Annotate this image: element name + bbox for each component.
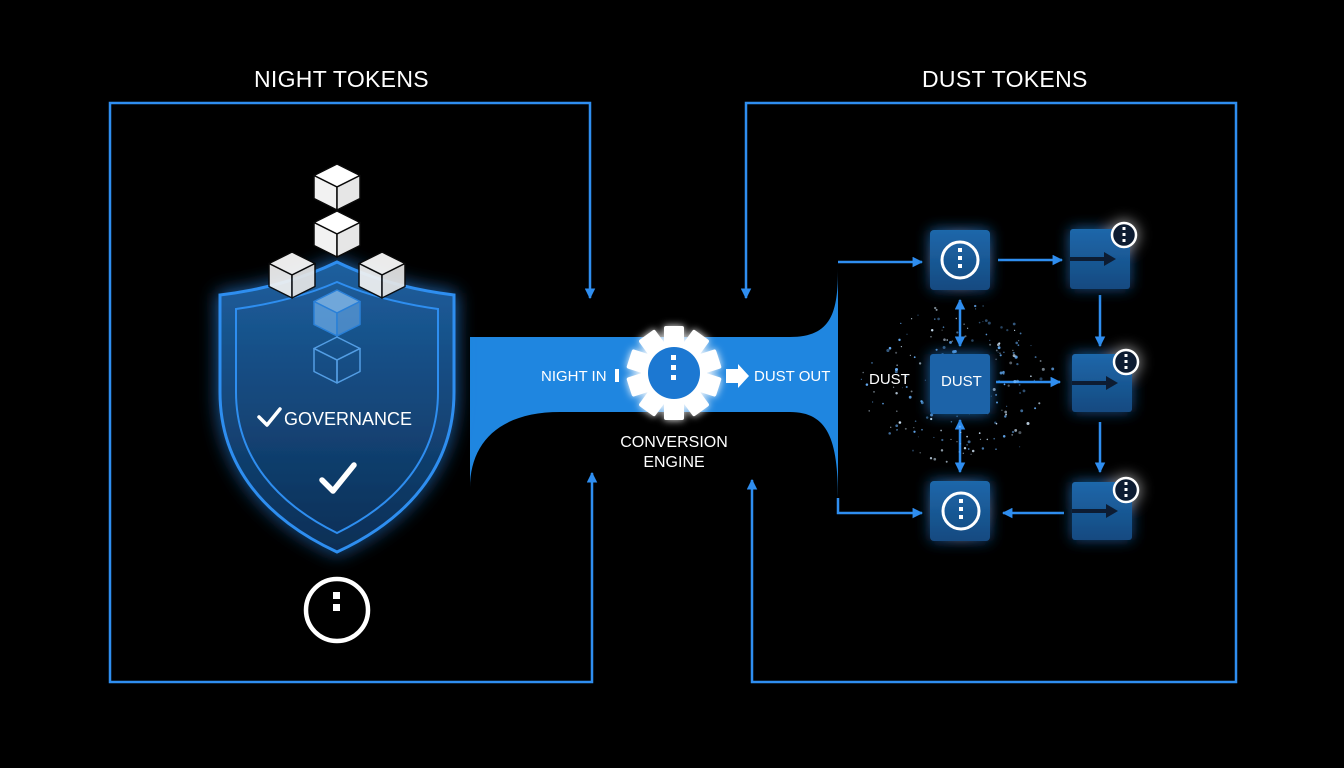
cube-icon [313,163,361,211]
cube-icon [313,336,361,384]
night-info-icon [303,576,371,644]
dust-node-right-middle [1072,348,1140,412]
cube-stack [268,163,406,384]
check-icon [319,462,357,494]
conversion-engine-line1: CONVERSION [620,434,728,451]
dust-center-label: DUST [941,373,982,390]
night-in-label: NIGHT IN [541,368,607,385]
dust-out-arrow-icon [726,364,749,388]
dust-node-center [930,354,990,414]
dust-outer-label: DUST [869,371,910,388]
governance-shield [218,260,456,554]
governance-check-icon [257,407,282,427]
dust-frame [740,101,1238,684]
cube-icon [358,251,406,299]
night-frame [108,101,598,684]
cube-icon [268,251,316,299]
dust-node-right-top [1070,221,1138,289]
dust-node-bottom [930,481,990,541]
governance-label: GOVERNANCE [284,409,413,429]
conversion-engine-label: CONVERSION ENGINE [602,433,746,473]
dust-connectors [836,254,1106,519]
cube-icon [313,210,361,258]
conversion-engine-line2: ENGINE [643,454,705,471]
dust-out-label: DUST OUT [754,368,831,385]
cube-icon [313,289,361,337]
gear-icon [626,326,722,420]
dust-tokens-title: DUST TOKENS [922,66,1088,92]
night-tokens-title: NIGHT TOKENS [254,66,429,92]
night-in-marker [615,369,619,382]
dust-node-top [930,230,990,290]
dust-node-right-bottom [1072,476,1140,540]
